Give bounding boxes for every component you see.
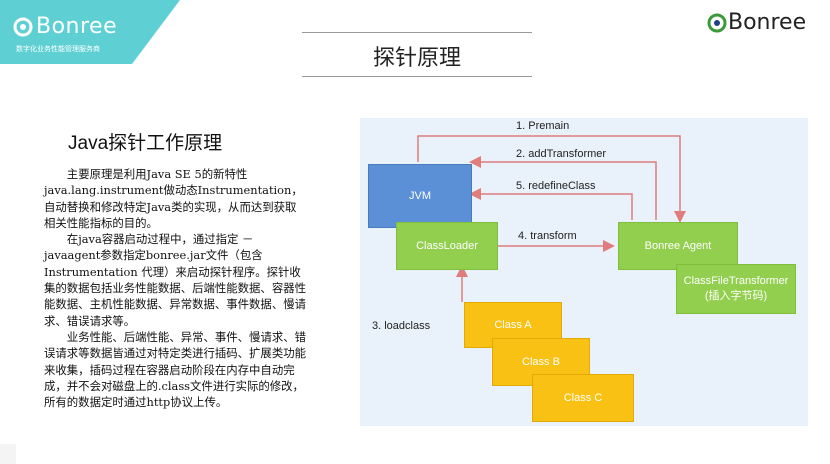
bonree-logo-left: Bonree 数字化业务性能管理服务商 bbox=[12, 14, 162, 64]
node-jvm: JVM bbox=[368, 164, 472, 228]
corner-banner bbox=[0, 0, 180, 100]
node-class-c: Class C bbox=[532, 374, 634, 422]
slide-title: 探针原理 bbox=[372, 46, 461, 71]
edge-label-redefineclass: 5. redefineClass bbox=[516, 180, 596, 192]
transformer-sublabel: (插入字节码) bbox=[704, 290, 768, 302]
body-paragraph-1: 主要原理是利用Java SE 5的新特性java.lang.instrument… bbox=[44, 167, 303, 230]
bonree-logo-right: Bonree bbox=[706, 10, 816, 40]
transformer-label: ClassFileTransformer bbox=[683, 275, 789, 287]
title-divider-top bbox=[302, 32, 532, 33]
edge-label-loadclass: 3. loadclass bbox=[372, 320, 431, 332]
edge-label-addtransformer: 2. addTransformer bbox=[516, 148, 607, 160]
body-paragraph-3: 业务性能、后端性能、异常、事件、慢请求、错误请求等数据皆通过对特定类进行插码、扩… bbox=[44, 329, 307, 410]
slide-footer-strip bbox=[0, 444, 16, 464]
bonree-logo-mark-icon bbox=[707, 13, 727, 33]
slide-title-block: 探针原理 bbox=[302, 32, 532, 78]
edge-label-premain: 1. Premain bbox=[516, 120, 570, 132]
brand-name-right: Bonree bbox=[728, 10, 807, 35]
section-heading: Java探针工作原理 bbox=[68, 133, 223, 154]
node-classfiletransformer: ClassFileTransformer (插入字节码) bbox=[676, 264, 796, 314]
body-paragraph-2: 在java容器启动过程中，通过指定 －javaagent参数指定bonree.j… bbox=[44, 232, 306, 328]
node-bonree-agent: Bonree Agent bbox=[618, 222, 738, 270]
body-text: 主要原理是利用Java SE 5的新特性java.lang.instrument… bbox=[44, 166, 306, 410]
brand-name-left: Bonree bbox=[36, 14, 118, 39]
arrow-premain bbox=[417, 135, 686, 223]
edge-label-transform: 4. transform bbox=[518, 230, 577, 242]
arrow-addtransformer bbox=[469, 156, 657, 220]
bonree-logo-mark-icon bbox=[13, 17, 33, 37]
brand-tagline: 数字化业务性能管理服务商 bbox=[16, 45, 100, 53]
diagram-arrows bbox=[417, 135, 686, 302]
node-classloader: ClassLoader bbox=[396, 222, 498, 270]
arrow-redefineclass bbox=[469, 188, 633, 220]
agent-diagram: JVM ClassLoader Bonree Agent ClassFileTr… bbox=[360, 118, 808, 426]
title-divider-bottom bbox=[302, 76, 532, 77]
